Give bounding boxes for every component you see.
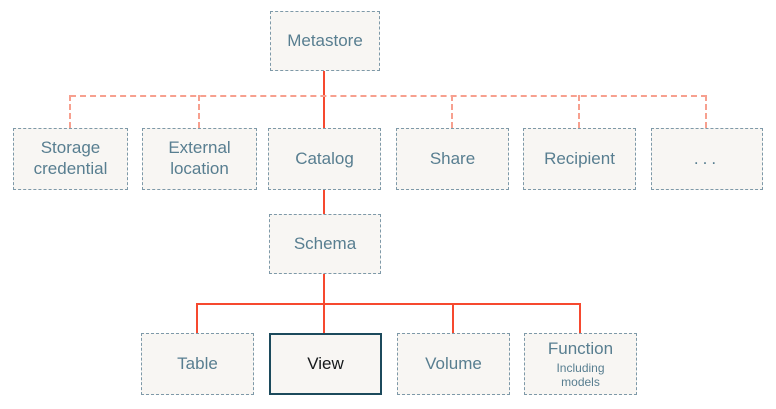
node-recipient-label: Recipient bbox=[544, 148, 615, 168]
edge-drop-share bbox=[451, 95, 453, 128]
node-view-label: View bbox=[307, 353, 344, 373]
node-external-location: External location bbox=[142, 128, 257, 190]
node-function: Function Including models bbox=[524, 333, 637, 395]
node-volume: Volume bbox=[397, 333, 510, 395]
edge-drop-external-location bbox=[198, 95, 200, 128]
node-ellipsis-label: ... bbox=[693, 148, 721, 168]
node-recipient: Recipient bbox=[523, 128, 636, 190]
node-table-label: Table bbox=[177, 353, 218, 373]
node-volume-label: Volume bbox=[425, 353, 482, 373]
node-share: Share bbox=[396, 128, 509, 190]
edge-metastore-children-dotted bbox=[70, 95, 707, 97]
node-metastore-label: Metastore bbox=[287, 30, 363, 50]
node-table: Table bbox=[141, 333, 254, 395]
node-schema: Schema bbox=[269, 214, 381, 274]
node-share-label: Share bbox=[429, 148, 476, 168]
edge-schema-children-solid bbox=[197, 303, 581, 305]
edge-drop-storage-credential bbox=[69, 95, 71, 128]
edge-catalog-schema-solid bbox=[323, 190, 325, 214]
edge-drop-volume bbox=[452, 303, 454, 333]
node-function-label: Function bbox=[547, 338, 614, 358]
node-external-location-label: External location bbox=[168, 138, 231, 178]
node-view-highlighted: View bbox=[269, 333, 382, 395]
node-storage-credential-label: Storage credential bbox=[33, 138, 108, 178]
node-metastore: Metastore bbox=[270, 11, 380, 71]
node-catalog-label: Catalog bbox=[295, 148, 354, 168]
node-ellipsis: ... bbox=[651, 128, 763, 190]
edge-drop-ellipsis bbox=[705, 95, 707, 128]
edge-drop-recipient bbox=[578, 95, 580, 128]
node-catalog: Catalog bbox=[268, 128, 381, 190]
edge-drop-table bbox=[196, 303, 198, 333]
node-schema-label: Schema bbox=[293, 233, 357, 253]
node-storage-credential: Storage credential bbox=[13, 128, 128, 190]
edge-drop-function bbox=[579, 303, 581, 333]
edge-metastore-catalog-solid bbox=[323, 71, 325, 128]
node-function-sublabel: Including models bbox=[556, 360, 605, 389]
